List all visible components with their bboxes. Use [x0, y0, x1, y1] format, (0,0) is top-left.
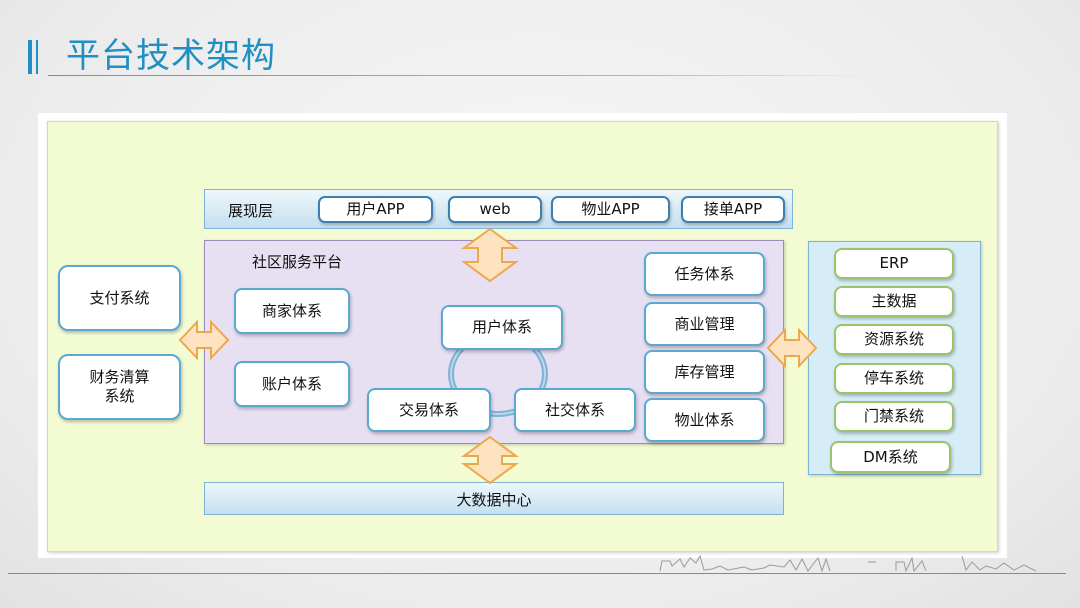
page-title: 平台技术架构	[66, 36, 276, 76]
dm-system-box: DM系统	[830, 441, 951, 473]
account-system-box: 账户体系	[234, 361, 350, 407]
nav-item-property-app: 物业APP	[551, 196, 670, 223]
property-system-box: 物业体系	[644, 398, 765, 442]
business-management-box: 商业管理	[644, 302, 765, 346]
nav-item-user-app: 用户APP	[318, 196, 433, 223]
transaction-system-box: 交易体系	[367, 388, 491, 432]
payment-system-box: 支付系统	[58, 265, 181, 331]
access-control-system-box: 门禁系统	[834, 401, 954, 432]
footer-rule	[8, 573, 1066, 574]
parking-system-box: 停车系统	[834, 363, 954, 394]
finance-clearing-system-box: 财务清算 系统	[58, 354, 181, 420]
presentation-layer-label: 展现层	[228, 202, 274, 220]
erp-box: ERP	[834, 248, 954, 279]
master-data-box: 主数据	[834, 286, 954, 317]
title-underline	[48, 75, 872, 76]
big-data-center-label: 大数据中心	[456, 491, 532, 509]
nav-item-order-app: 接单APP	[681, 196, 785, 223]
title-marker	[28, 40, 42, 74]
task-system-box: 任务体系	[644, 252, 765, 296]
nav-item-web: web	[448, 196, 542, 223]
resource-system-box: 资源系统	[834, 324, 954, 355]
platform-label: 社区服务平台	[252, 253, 343, 271]
merchant-system-box: 商家体系	[234, 288, 350, 334]
inventory-management-box: 库存管理	[644, 350, 765, 394]
user-system-box: 用户体系	[441, 305, 563, 350]
social-system-box: 社交体系	[514, 388, 636, 432]
